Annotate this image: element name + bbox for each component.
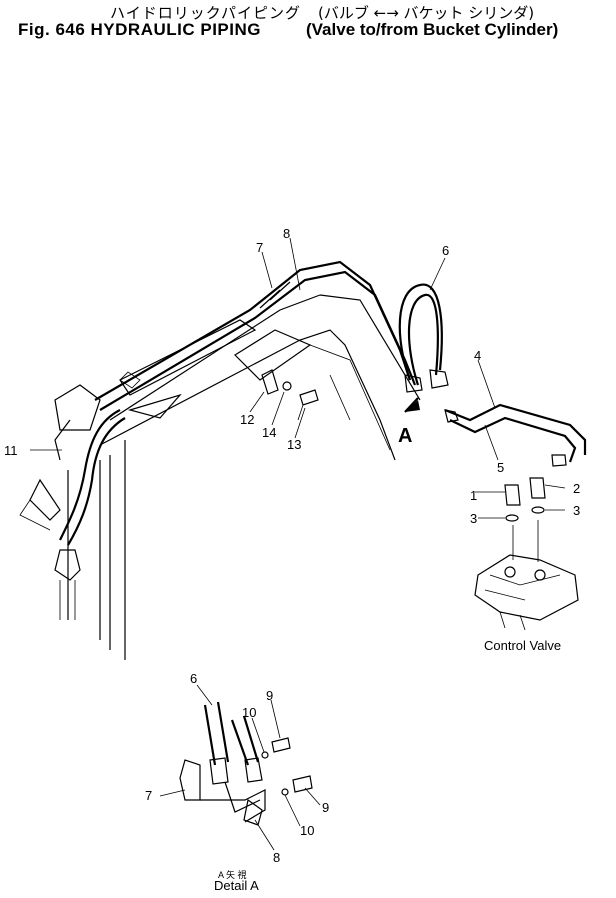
label-7: 7 bbox=[256, 240, 263, 255]
subtitle-japanese: (バルブ ←→ バケット シリンダ) bbox=[318, 4, 535, 22]
title-japanese: ハイドロリックパイピング bbox=[110, 4, 301, 22]
hoses-6 bbox=[398, 283, 449, 393]
label-4: 4 bbox=[474, 348, 481, 363]
control-valve-caption: Control Valve bbox=[484, 638, 561, 653]
figure-title: Fig. 646 HYDRAULIC PIPING bbox=[18, 20, 261, 39]
label-14: 14 bbox=[262, 425, 276, 440]
label-8: 8 bbox=[283, 226, 290, 241]
detail-label-7: 7 bbox=[145, 788, 152, 803]
arm-hoses bbox=[19, 409, 126, 546]
label-11: 11 bbox=[4, 443, 18, 458]
detail-label-9a: 9 bbox=[266, 688, 273, 703]
label-2: 2 bbox=[573, 481, 580, 496]
label-3b: 3 bbox=[573, 503, 580, 518]
detail-label-8: 8 bbox=[273, 850, 280, 865]
boom-structure bbox=[54, 294, 421, 660]
detail-a-drawing bbox=[179, 701, 313, 826]
detail-label-9b: 9 bbox=[322, 800, 329, 815]
label-13: 13 bbox=[287, 437, 301, 452]
detail-label-6: 6 bbox=[190, 671, 197, 686]
detail-leader-lines bbox=[159, 684, 321, 851]
label-5: 5 bbox=[497, 460, 504, 475]
subtitle: (Valve to/from Bucket Cylinder) bbox=[306, 20, 559, 39]
label-3a: 3 bbox=[470, 511, 477, 526]
pipes-4-5 bbox=[444, 403, 587, 467]
view-arrow bbox=[404, 397, 420, 413]
bracket-parts bbox=[261, 369, 319, 421]
label-6: 6 bbox=[442, 243, 449, 258]
label-12: 12 bbox=[240, 412, 254, 427]
fittings bbox=[504, 477, 546, 522]
label-1: 1 bbox=[470, 488, 477, 503]
control-valve bbox=[474, 520, 579, 631]
detail-label-10b: 10 bbox=[300, 823, 314, 838]
leader-lines bbox=[30, 237, 566, 519]
view-marker-a: A bbox=[398, 425, 412, 447]
detail-caption-top: A 矢 視 bbox=[218, 869, 247, 880]
detail-label-10a: 10 bbox=[242, 705, 256, 720]
pipe-7-8 bbox=[94, 260, 417, 411]
detail-caption: Detail A bbox=[214, 878, 259, 893]
